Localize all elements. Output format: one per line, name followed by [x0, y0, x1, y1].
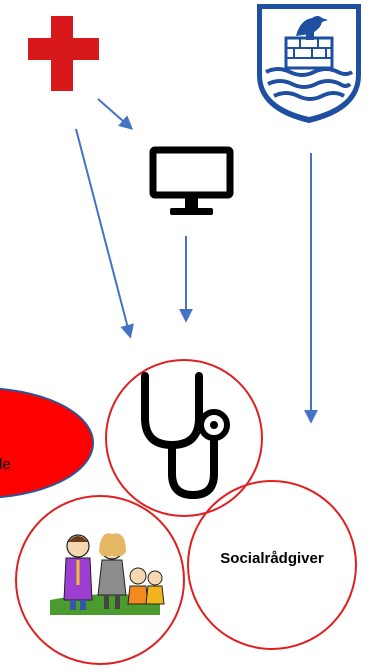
social-worker-node: Socialrådgiver — [187, 480, 357, 650]
arrow-cross-to-monitor — [97, 98, 134, 130]
municipal-crest-icon — [257, 4, 361, 124]
arrows — [75, 98, 318, 424]
social-worker-label: Socialrådgiver — [220, 550, 324, 567]
red-cross-icon — [28, 16, 99, 91]
family-drawing-icon — [50, 533, 165, 615]
red-ellipse-node: le — [0, 387, 94, 499]
doctor-node — [105, 359, 263, 517]
arrow-cross-to-doctor — [75, 128, 134, 339]
ellipse-partial-label: le — [0, 456, 11, 473]
computer-monitor-icon — [149, 146, 234, 215]
family-node — [15, 495, 185, 665]
stethoscope-icon — [141, 372, 230, 500]
